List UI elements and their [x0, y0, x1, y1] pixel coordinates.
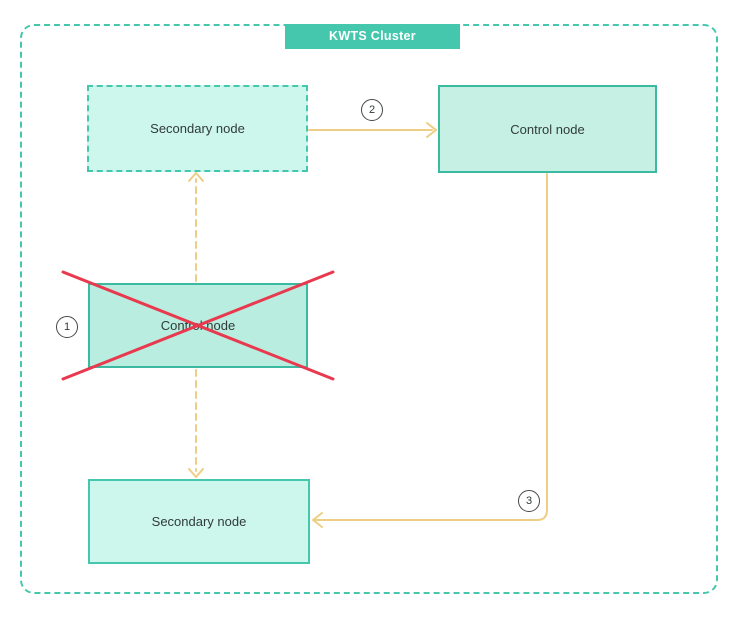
node-secondary-bottom: Secondary node — [88, 479, 310, 564]
step-badge-3: 3 — [518, 490, 540, 512]
node-label: Secondary node — [151, 514, 247, 529]
cluster-title: KWTS Cluster — [285, 24, 460, 49]
node-control-active: Control node — [438, 85, 657, 173]
step-badge-1: 1 — [56, 316, 78, 338]
step-badge-2: 2 — [361, 99, 383, 121]
node-control-failed: Control node — [88, 283, 308, 368]
node-label: Control node — [510, 121, 585, 137]
node-label: Secondary node — [150, 121, 245, 136]
badge-number: 1 — [63, 321, 71, 333]
node-secondary-top: Secondary node — [87, 85, 308, 172]
badge-number: 3 — [525, 495, 533, 507]
node-label: Control node — [160, 318, 236, 333]
badge-number: 2 — [368, 104, 376, 116]
